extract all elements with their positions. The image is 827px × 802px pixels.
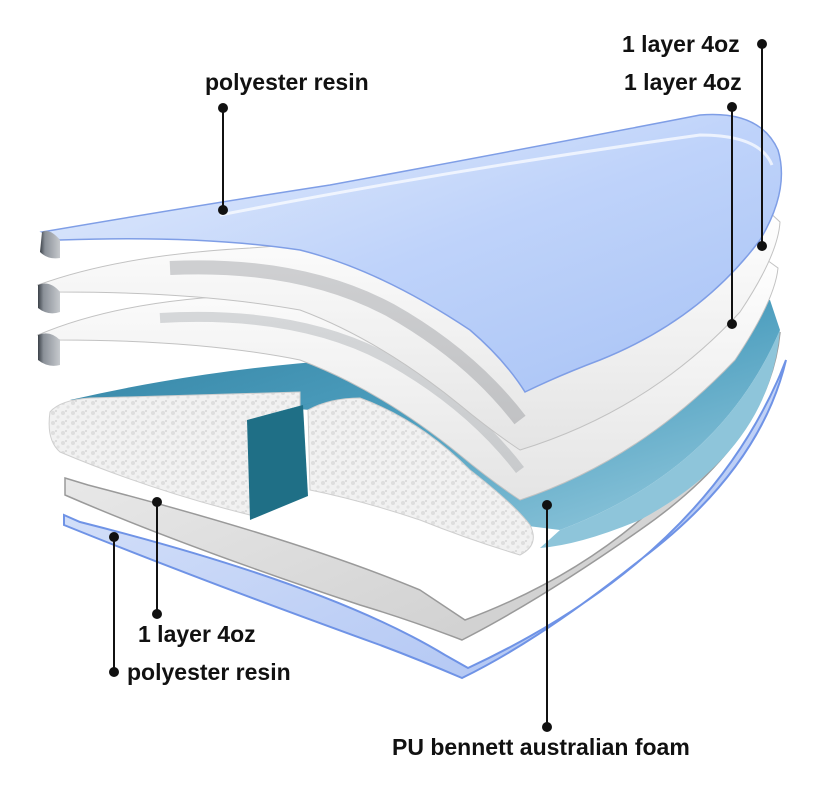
- label-foam-core: PU bennett australian foam: [392, 734, 690, 760]
- label-top-glass-outer: 1 layer 4oz: [622, 31, 740, 57]
- label-top-glass-inner: 1 layer 4oz: [624, 69, 742, 95]
- callout-foam-core: PU bennett australian foam: [392, 500, 690, 760]
- label-bottom-resin: polyester resin: [127, 659, 291, 685]
- callout-bottom-resin: polyester resin: [109, 532, 291, 685]
- callout-bottom-glass: 1 layer 4oz: [138, 497, 256, 647]
- label-top-resin: polyester resin: [205, 69, 369, 95]
- label-bottom-glass: 1 layer 4oz: [138, 621, 256, 647]
- bottom-resin-layer: [63, 359, 787, 680]
- top-resin-layer: [39, 113, 783, 393]
- callout-top-glass-outer: 1 layer 4oz: [622, 31, 767, 251]
- callout-top-resin: polyester resin: [205, 69, 369, 215]
- callout-top-glass-inner: 1 layer 4oz: [624, 69, 742, 329]
